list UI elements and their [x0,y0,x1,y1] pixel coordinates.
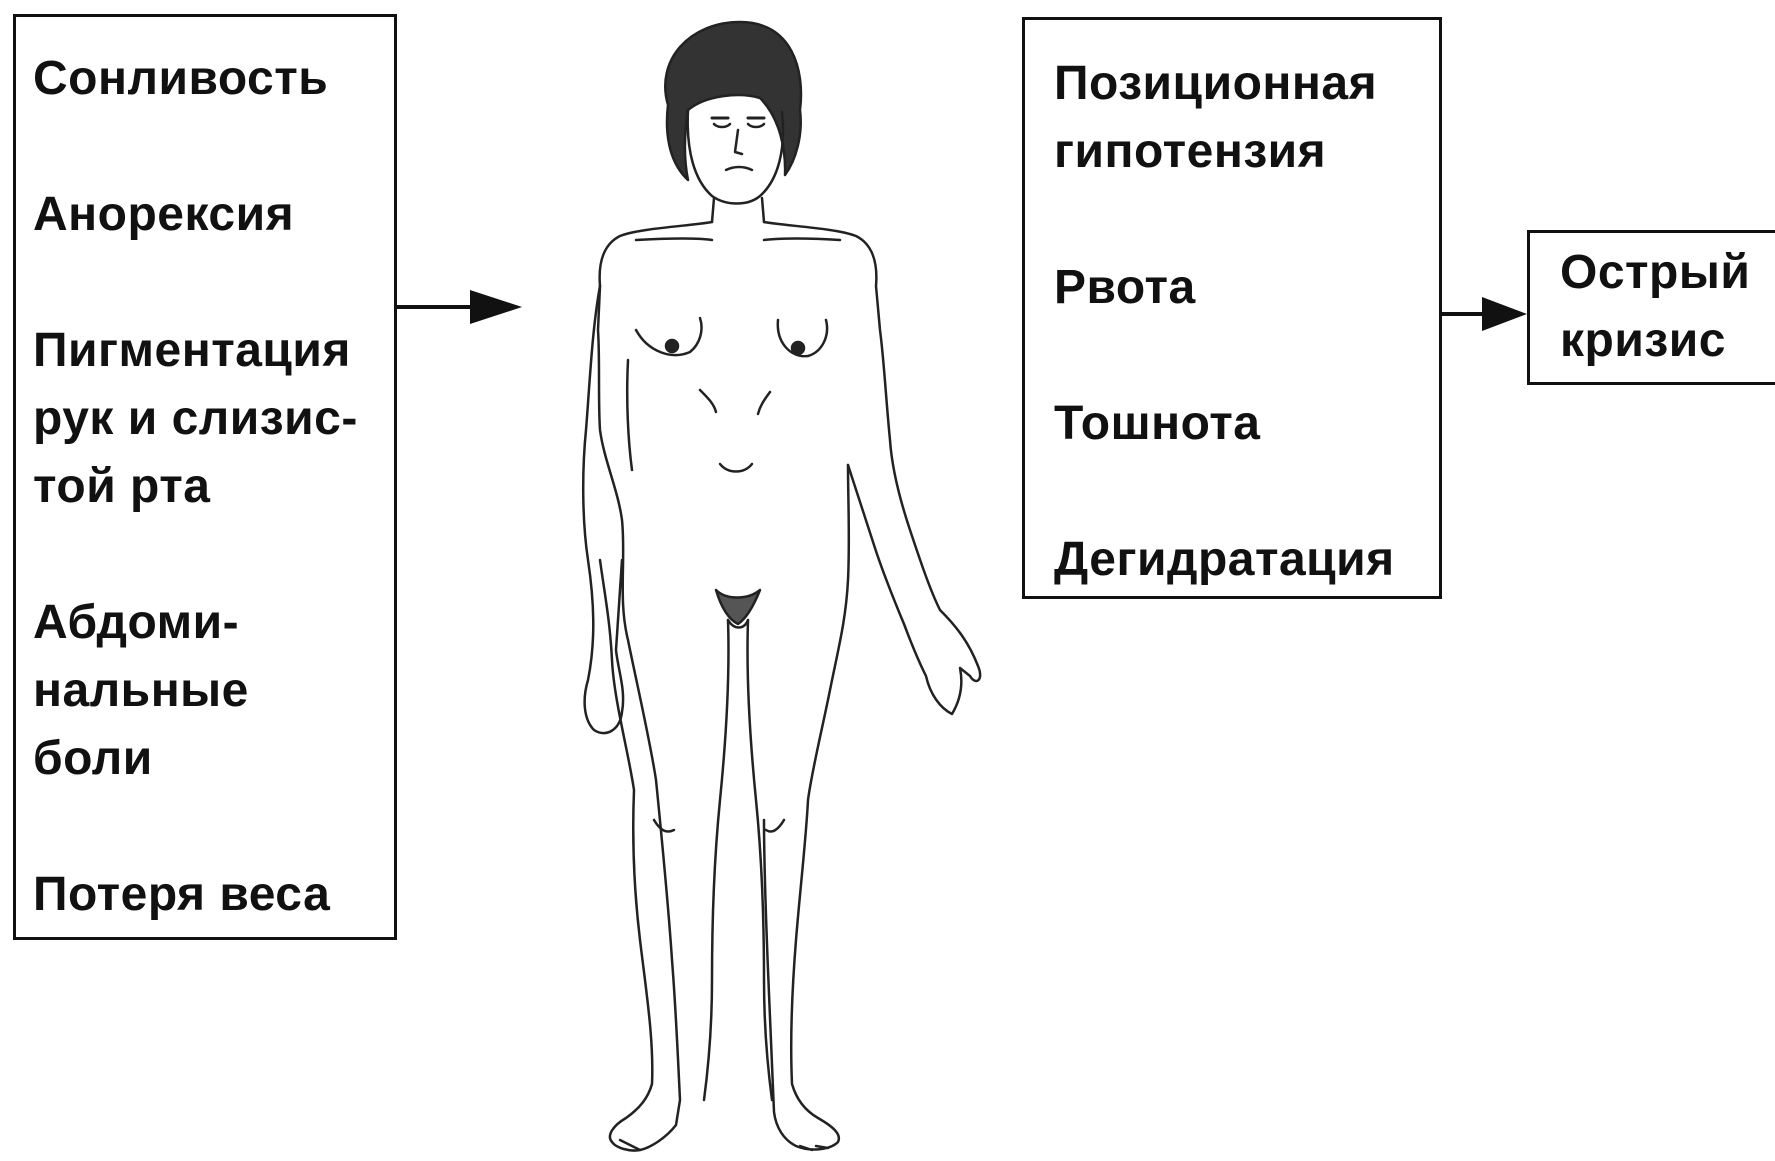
female-body-figure-icon [583,22,980,1151]
arrow-right-icon [1442,297,1527,331]
arrow-right-icon [397,290,522,324]
